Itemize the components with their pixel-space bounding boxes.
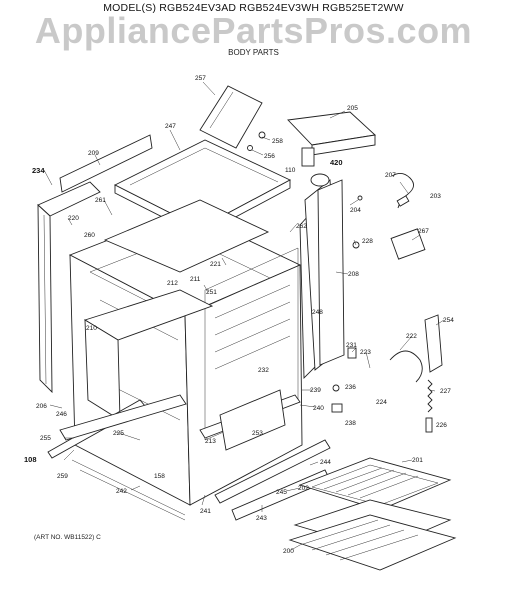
callout-225: 225 <box>113 430 124 437</box>
callout-211: 211 <box>190 276 201 283</box>
callout-242: 242 <box>116 488 127 495</box>
callout-240: 240 <box>313 405 324 412</box>
callout-200: 200 <box>283 548 294 555</box>
callout-258: 258 <box>272 138 283 145</box>
art-number: (ART NO. WB11522) C <box>34 534 101 541</box>
callout-260: 260 <box>84 232 95 239</box>
callout-251: 251 <box>206 289 217 296</box>
callout-209: 209 <box>88 150 99 157</box>
callout-239: 239 <box>310 387 321 394</box>
callout-243: 243 <box>256 515 267 522</box>
callout-267: 267 <box>418 228 429 235</box>
callout-256: 256 <box>264 153 275 160</box>
callout-221: 221 <box>210 261 221 268</box>
callout-206: 206 <box>36 403 47 410</box>
callout-204: 204 <box>350 207 361 214</box>
callout-247: 247 <box>165 123 176 130</box>
callout-205: 205 <box>347 105 358 112</box>
left-side-panel <box>59 134 153 193</box>
hinge-assembly <box>331 314 443 433</box>
callout-228: 228 <box>362 238 373 245</box>
leader-lines <box>43 81 445 551</box>
callout-253: 253 <box>252 430 263 437</box>
callout-236: 236 <box>345 384 356 391</box>
callout-248: 248 <box>312 309 323 316</box>
callout-232: 232 <box>258 367 269 374</box>
model-list: MODEL(S) RGB524EV3AD RGB524EV3WH RGB525E… <box>103 2 404 14</box>
callout-212: 212 <box>167 280 178 287</box>
callout-108: 108 <box>24 455 37 464</box>
callout-227: 227 <box>440 388 451 395</box>
igniter-component <box>247 131 426 260</box>
callout-262: 262 <box>296 223 307 230</box>
callout-244: 244 <box>320 459 331 466</box>
callout-234: 234 <box>32 166 45 175</box>
callout-203: 203 <box>430 193 441 200</box>
callout-254: 254 <box>443 317 454 324</box>
right-trim <box>317 179 345 366</box>
callout-207: 207 <box>385 172 396 179</box>
door-frame <box>37 181 101 394</box>
callout-231: 231 <box>346 342 357 349</box>
callout-257: 257 <box>195 75 206 82</box>
broiler-pan <box>288 457 457 571</box>
callout-220: 220 <box>68 215 79 222</box>
callout-201: 201 <box>412 457 423 464</box>
vent-cover <box>199 85 263 149</box>
callout-202: 202 <box>298 485 309 492</box>
callout-labels: 257 205 247 258 209 256 420 234 110 207 … <box>24 75 454 555</box>
callout-224: 224 <box>376 399 387 406</box>
watermark: AppliancePartsPros.com <box>34 10 473 51</box>
callout-241: 241 <box>200 508 211 515</box>
callout-255: 255 <box>40 435 51 442</box>
callout-158: 158 <box>154 473 165 480</box>
callout-208: 208 <box>348 271 359 278</box>
callout-261: 261 <box>95 197 106 204</box>
callout-245: 245 <box>276 489 287 496</box>
callout-259: 259 <box>57 473 68 480</box>
callout-210: 210 <box>86 325 97 332</box>
callout-223: 223 <box>360 349 371 356</box>
callout-213: 213 <box>205 438 216 445</box>
callout-238: 238 <box>345 420 356 427</box>
backguard <box>287 111 376 156</box>
callout-420: 420 <box>330 158 343 167</box>
oven-door-front <box>83 289 214 421</box>
callout-246: 246 <box>56 411 67 418</box>
callout-226: 226 <box>436 422 447 429</box>
diagram-subtitle: BODY PARTS <box>228 48 279 57</box>
callout-222: 222 <box>406 333 417 340</box>
callout-110: 110 <box>285 167 296 174</box>
